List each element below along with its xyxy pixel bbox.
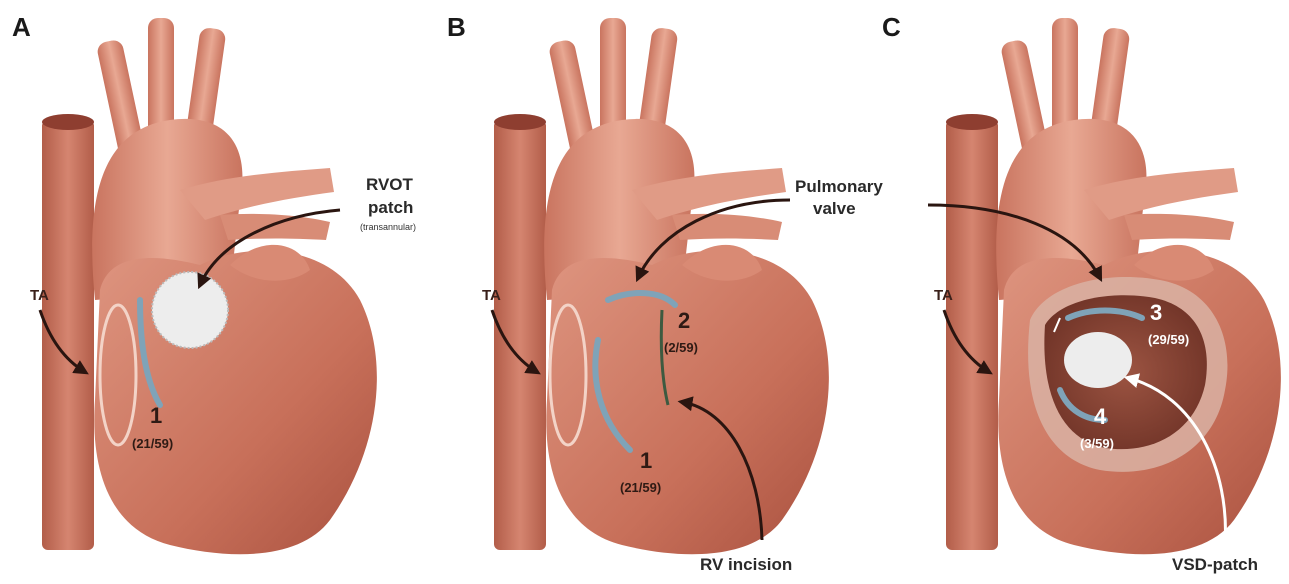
vena-cava-opening: [42, 114, 94, 130]
panel-a: A TA RVOT patch (transannular) 1 (21/59): [12, 12, 416, 554]
bottom-label: RV incision: [700, 555, 792, 574]
pulmonary-branch: [1124, 214, 1234, 240]
heart: [94, 251, 377, 555]
site-fraction-top: (29/59): [1148, 332, 1189, 347]
site-fraction: (21/59): [132, 436, 173, 451]
annotation-sub: (transannular): [360, 222, 416, 232]
vena-cava-opening: [946, 114, 998, 130]
bottom-label: VSD-patch: [1172, 555, 1258, 574]
panel-c: C TA VSD-patch 3 (29/59) 4 (3/59): [882, 12, 1281, 574]
vena-cava-opening: [494, 114, 546, 130]
ta-label: TA: [482, 287, 501, 304]
site-fraction-top: (2/59): [664, 340, 698, 355]
site-number-top: 3: [1150, 300, 1162, 325]
pulmonary-branch: [220, 214, 330, 240]
site-fraction: (21/59): [620, 480, 661, 495]
site-number-top: 2: [678, 308, 690, 333]
annotation-title: Pulmonary: [795, 177, 883, 196]
site-fraction: (3/59): [1080, 436, 1114, 451]
panel-letter: B: [447, 12, 466, 42]
ta-label: TA: [934, 287, 953, 304]
annotation-title: RVOT: [366, 175, 414, 194]
rvot-patch: [152, 272, 228, 348]
vsd-patch: [1064, 332, 1132, 388]
site-number: 4: [1094, 404, 1107, 429]
site-number: 1: [150, 403, 162, 428]
ta-label: TA: [30, 287, 49, 304]
panel-b: B TA Pulmonary valve RV incision 2 (2/59…: [447, 12, 883, 574]
pulmonary-branch: [672, 214, 782, 240]
annotation-line2: patch: [368, 198, 413, 217]
panel-letter: A: [12, 12, 31, 42]
site-number: 1: [640, 448, 652, 473]
panel-letter: C: [882, 12, 901, 42]
annotation-line2: valve: [813, 199, 856, 218]
